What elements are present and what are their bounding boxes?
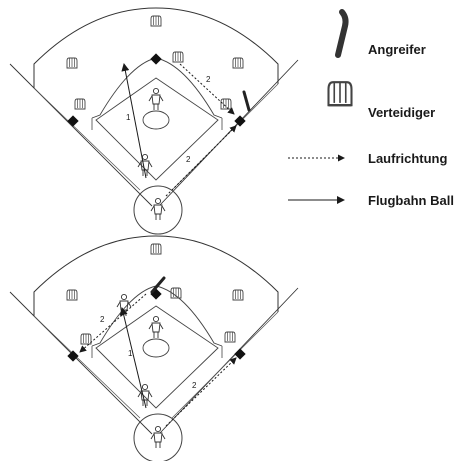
- bottom-run-path-to-first: [165, 357, 237, 427]
- bottom-third-baseman-icon: [80, 333, 92, 345]
- top-third-baseman-icon: [74, 98, 86, 110]
- bottom-attacker-icon: [150, 276, 166, 294]
- top-outfield-fence: [33, 7, 279, 88]
- bottom-first-base: [234, 348, 246, 360]
- top-left-fielder-icon: [66, 57, 78, 69]
- top-attacker-icon: [242, 90, 251, 112]
- legend-ball-path-label: Flugbahn Ball: [368, 193, 454, 208]
- top-right-fielder-icon: [232, 57, 244, 69]
- bottom-first-baseman-icon: [224, 331, 236, 343]
- bottom-path-label-2a: 2: [100, 315, 105, 324]
- top-center-fielder-icon: [150, 15, 162, 27]
- top-pitchers-mound: [142, 110, 170, 130]
- bottom-path-label-2b: 2: [192, 381, 197, 390]
- top-run-path-to-first: [165, 125, 237, 197]
- top-first-baseman-icon: [220, 98, 232, 110]
- bottom-run-path-second-to-third: [79, 293, 147, 353]
- top-home-plate-circle: [133, 185, 183, 235]
- legend: Angreifer Verteidiger Laufrichtung Flugb…: [288, 9, 454, 208]
- legend-defender-label: Verteidiger: [368, 105, 435, 120]
- bottom-pitchers-mound: [142, 338, 170, 358]
- top-pitcher-icon: [148, 87, 164, 111]
- bottom-infield-grass: [95, 305, 219, 409]
- top-path-label-1: 1: [126, 113, 131, 122]
- legend-ball-path: Flugbahn Ball: [288, 193, 454, 208]
- top-ball-path: [121, 63, 147, 179]
- bottom-outfield-fence: [33, 235, 279, 316]
- top-second-baseman-icon: [172, 51, 184, 63]
- top-run-path-second-to-first: [179, 63, 235, 115]
- bottom-ball-path: [119, 307, 147, 409]
- bottom-home-plate-circle: [133, 413, 183, 461]
- bottom-pitcher-icon: [148, 315, 164, 339]
- legend-defender: Verteidiger: [327, 81, 435, 120]
- legend-attacker-label: Angreifer: [368, 42, 426, 57]
- bottom-field-diagram: 2 1 2: [9, 235, 299, 461]
- top-third-base: [67, 115, 79, 127]
- legend-run-direction-label: Laufrichtung: [368, 151, 447, 166]
- top-field-diagram: 1 2 2: [9, 7, 299, 235]
- glove-icon: [327, 81, 353, 107]
- legend-run-direction: Laufrichtung: [288, 151, 447, 166]
- top-left-foul-line: [9, 63, 153, 207]
- bottom-left-fielder-icon: [66, 289, 78, 301]
- top-path-label-2b: 2: [186, 155, 191, 164]
- top-infield-grass: [95, 77, 219, 181]
- bottom-center-fielder-icon: [150, 243, 162, 255]
- bottom-third-base: [67, 350, 79, 362]
- top-second-base: [150, 53, 162, 65]
- bottom-right-fielder-icon: [232, 289, 244, 301]
- top-path-label-2a: 2: [206, 75, 211, 84]
- bottom-path-label-1: 1: [128, 349, 133, 358]
- bat-icon: [335, 9, 349, 58]
- legend-attacker: Angreifer: [335, 9, 426, 58]
